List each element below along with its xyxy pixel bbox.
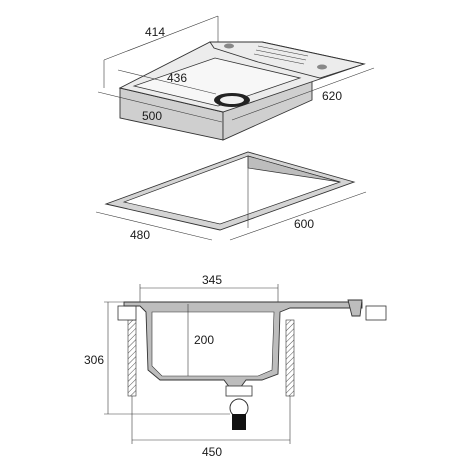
countertop-right — [365, 305, 387, 321]
dim-label-500: 500 — [142, 109, 162, 123]
dim-label-450: 450 — [202, 445, 222, 459]
drain-inner — [220, 96, 244, 104]
dim-label-620: 620 — [322, 89, 342, 103]
dim-line-500 — [97, 91, 223, 123]
dim-label-200: 200 — [194, 333, 214, 347]
dim-label-480: 480 — [130, 228, 150, 242]
dim-line-414 — [103, 15, 219, 61]
drainer-groove — [257, 45, 309, 57]
cabinet-wall-right — [285, 319, 295, 397]
dim-label-600: 600 — [294, 217, 314, 231]
cabinet-wall-left — [127, 319, 137, 397]
dim-label-306: 306 — [84, 353, 104, 367]
tap-hole — [224, 43, 234, 49]
bowl-interior — [151, 311, 275, 377]
dim-line-480 — [95, 211, 213, 241]
cross-section-view: 345 200 306 450 — [84, 273, 387, 459]
dim-line-436 — [117, 69, 217, 95]
cutout-isometric-view: 480 600 — [95, 151, 367, 242]
dim-line-600 — [229, 191, 367, 241]
dim-label-414: 414 — [145, 25, 165, 39]
waste-outlet — [232, 414, 246, 430]
bowl-rim — [132, 57, 302, 107]
dim-line-620 — [231, 67, 375, 121]
sink-isometric-view: 414 436 500 620 — [97, 15, 375, 141]
drainer-lip — [347, 299, 363, 317]
tap-hole — [317, 64, 327, 70]
drainer-groove — [255, 49, 307, 61]
dim-label-345: 345 — [202, 273, 222, 287]
sink-drainer — [209, 41, 366, 79]
countertop-left — [117, 305, 137, 321]
drainer-groove — [253, 53, 305, 65]
dim-label-436: 436 — [167, 71, 187, 85]
waste-body — [225, 385, 253, 397]
